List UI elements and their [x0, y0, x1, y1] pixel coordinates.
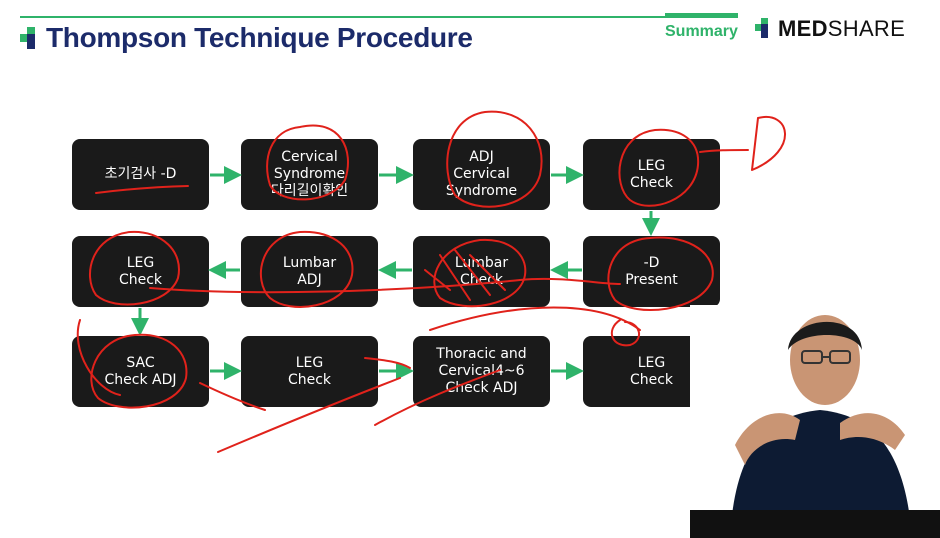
- curve-down-left: [76, 319, 121, 396]
- flow-box-adj-cervical: ADJ Cervical Syndrome: [413, 139, 550, 210]
- presenter-video: [690, 305, 940, 538]
- box-label: LEG Check: [118, 254, 163, 288]
- stroke-to-d: [699, 149, 749, 153]
- box-label: LEG Check: [629, 354, 674, 388]
- scribble-lumbar-check: [424, 249, 506, 301]
- circle-sac-check: [90, 333, 188, 409]
- circle-lumbar-check: [433, 238, 527, 308]
- brand-text: MEDSHARE: [778, 16, 905, 42]
- box-label: SAC Check ADJ: [104, 354, 177, 388]
- line-to-d-present: [429, 306, 641, 331]
- header-line-accent: [665, 13, 738, 18]
- header-line: [20, 16, 738, 18]
- brand-bold: MED: [778, 16, 828, 41]
- stroke-sac-to-leg: [199, 382, 266, 411]
- loop-right: [610, 319, 640, 347]
- box-label: LEG Check: [287, 354, 332, 388]
- box-label: Thoracic and Cervical4~6 Check ADJ: [436, 346, 527, 396]
- flow-box-cervical-syndrome-check: Cervical Syndrome 다리길이확인: [241, 139, 378, 210]
- flow-box-initial-exam: 초기검사 -D: [72, 139, 209, 210]
- medshare-cross-icon: [20, 27, 35, 49]
- circle-leg-check-1: [618, 128, 700, 207]
- circle-leg-check-2: [88, 230, 180, 306]
- circle-lumbar-adj: [259, 230, 354, 308]
- flow-box-leg-check-2: LEG Check: [72, 236, 209, 307]
- box-label: -D Present: [625, 254, 678, 288]
- underline-initial-exam: [95, 185, 189, 194]
- title-block: Thompson Technique Procedure: [20, 22, 473, 54]
- page-title: Thompson Technique Procedure: [46, 22, 473, 53]
- letter-d: [751, 115, 786, 171]
- stroke-to-thoracic: [364, 357, 411, 369]
- box-label: Lumbar ADJ: [282, 254, 337, 288]
- box-label: Cervical Syndrome 다리길이확인: [270, 149, 349, 199]
- circle-d-present: [607, 236, 714, 311]
- stroke-bottom-sweep: [217, 377, 401, 453]
- circle-adj-cervical: [446, 110, 543, 208]
- stroke-lower-mid: [374, 369, 501, 426]
- box-label: 초기검사 -D: [104, 166, 177, 182]
- medshare-logo-icon: [755, 18, 768, 38]
- brand-logo: MEDSHARE: [755, 16, 905, 42]
- flow-box-leg-check-1: LEG Check: [583, 139, 720, 210]
- box-label: ADJ Cervical Syndrome: [445, 149, 518, 199]
- brand-light: SHARE: [827, 16, 906, 41]
- flow-box-lumbar-adj: Lumbar ADJ: [241, 236, 378, 307]
- box-label: LEG Check: [629, 157, 674, 191]
- section-label: Summary: [665, 23, 738, 40]
- circle-cervical-syndrome: [266, 124, 349, 201]
- line-row2-across: [149, 277, 621, 294]
